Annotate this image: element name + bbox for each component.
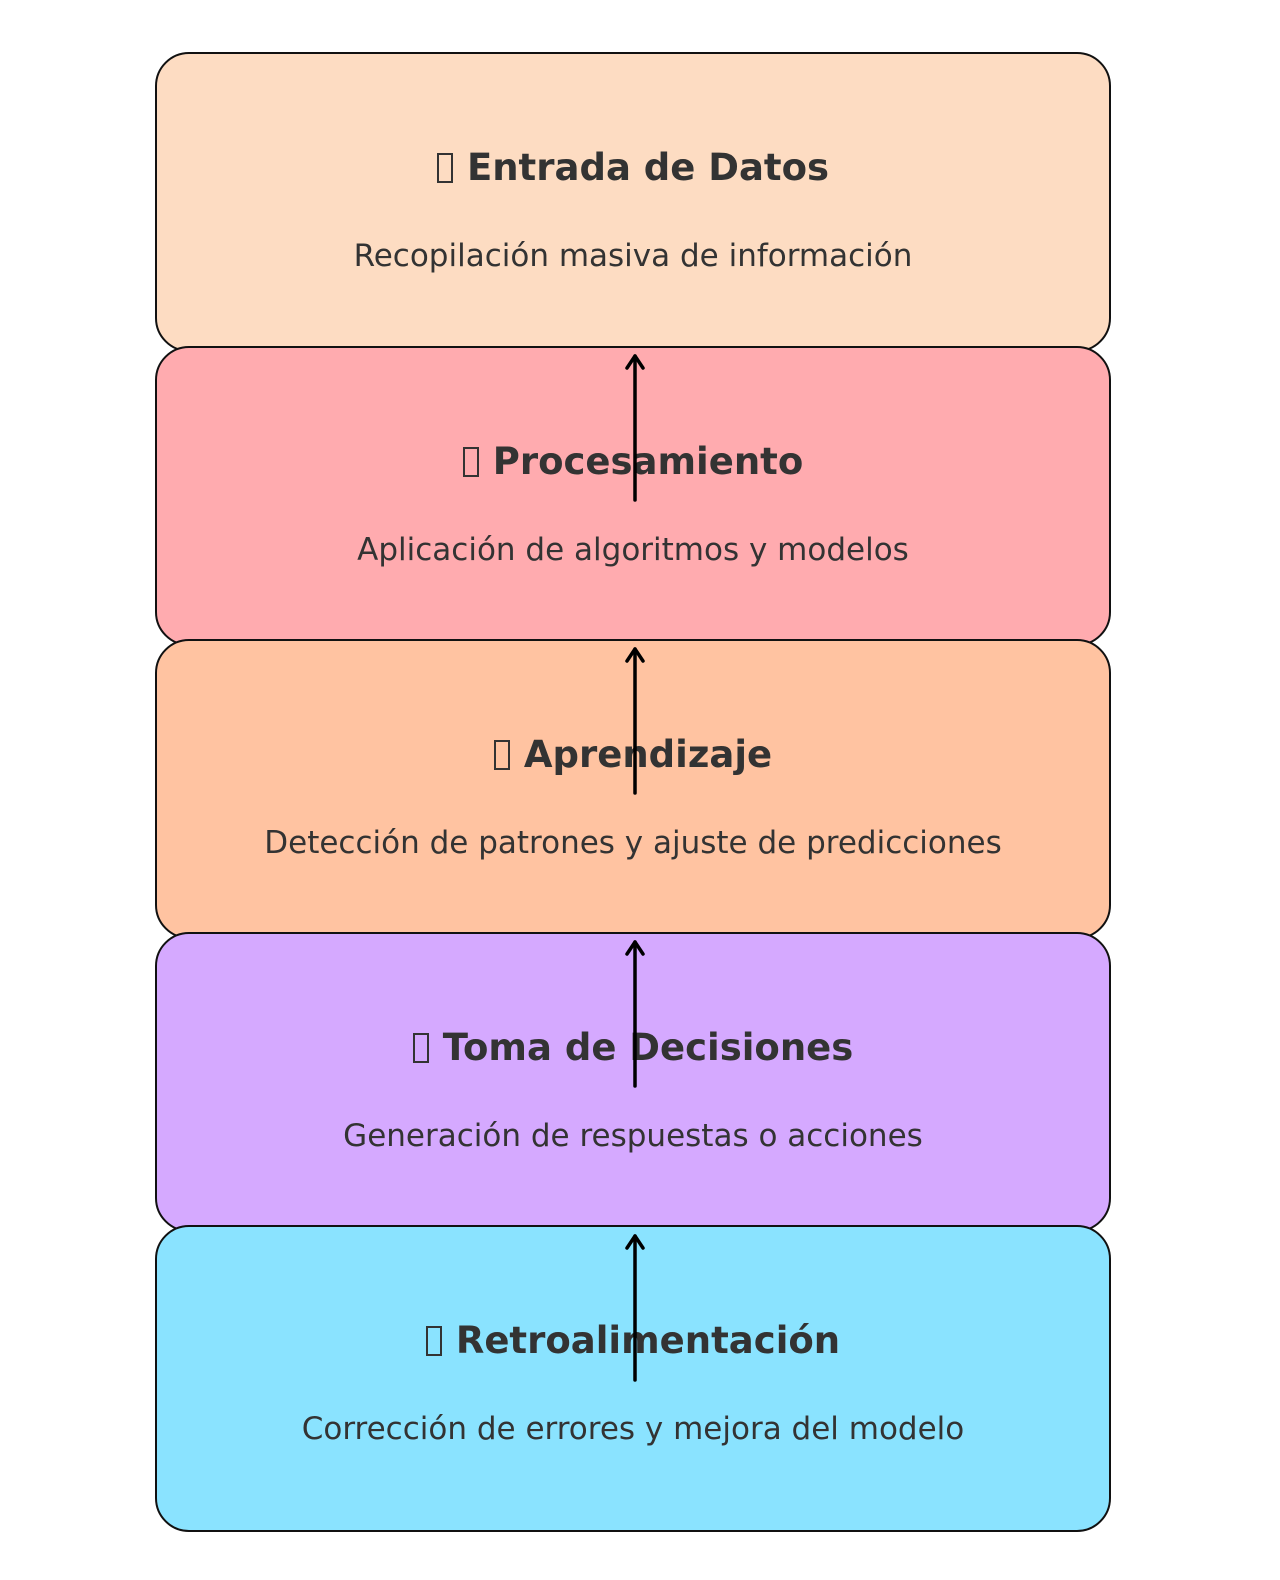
stage-box-retroalimentacion: Retroalimentación Corrección de errores … [155,1225,1111,1532]
stage-box-procesamiento: Procesamiento Aplicación de algoritmos y… [155,346,1111,646]
stage-title-text: Retroalimentación [455,1319,841,1362]
stage-description: Corrección de errores y mejora del model… [301,1411,965,1447]
stage-description: Recopilación masiva de información [353,238,913,274]
stage-description: Generación de respuestas o acciones [343,1118,923,1154]
stage-title-text: Procesamiento [492,440,804,483]
stage-title-text: Toma de Decisiones [442,1026,854,1069]
missing-glyph-icon [425,1326,442,1356]
stage-box-toma-de-decisiones: Toma de Decisiones Generación de respues… [155,932,1111,1232]
stage-title: Entrada de Datos [157,146,1109,189]
missing-glyph-icon [436,153,453,183]
stage-title-text: Entrada de Datos [466,146,830,189]
stage-title: Retroalimentación [157,1319,1109,1362]
missing-glyph-icon [412,1033,429,1063]
stage-description: Detección de patrones y ajuste de predic… [264,825,1002,861]
stage-title-text: Aprendizaje [523,733,773,776]
stage-box-entrada-de-datos: Entrada de Datos Recopilación masiva de … [155,52,1111,352]
stage-title: Procesamiento [157,440,1109,483]
stage-title: Toma de Decisiones [157,1026,1109,1069]
stage-title: Aprendizaje [157,733,1109,776]
stage-box-aprendizaje: Aprendizaje Detección de patrones y ajus… [155,639,1111,939]
stage-description: Aplicación de algoritmos y modelos [357,532,909,568]
missing-glyph-icon [462,447,479,477]
missing-glyph-icon [493,740,510,770]
